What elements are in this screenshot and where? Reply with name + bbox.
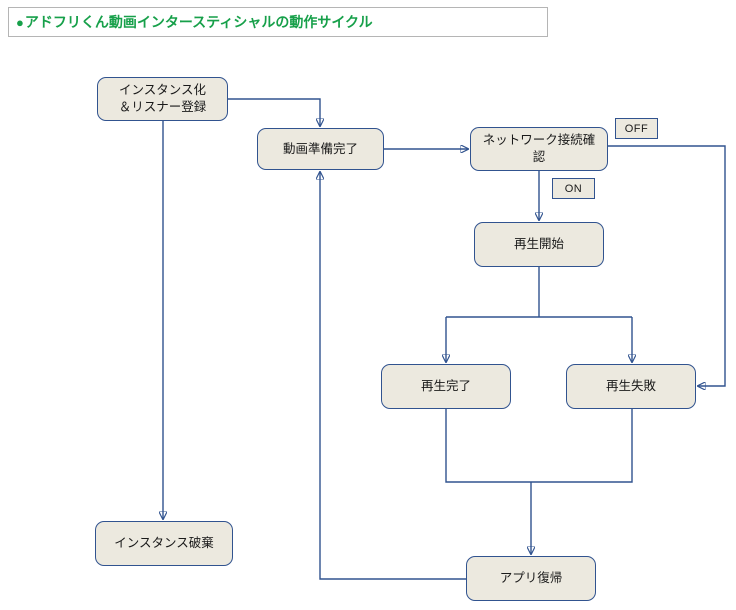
node-instance-destroy[interactable]: インスタンス破棄 (95, 521, 233, 566)
node-network-check[interactable]: ネットワーク接続確 認 (470, 127, 608, 171)
node-play-complete-label: 再生完了 (420, 379, 471, 394)
node-play-start[interactable]: 再生開始 (474, 222, 604, 267)
node-video-ready[interactable]: 動画準備完了 (257, 128, 384, 170)
node-app-return-label: アプリ復帰 (499, 571, 563, 586)
edge-label-off: OFF (615, 118, 658, 139)
edge-network-check-to-play-failed (608, 145, 726, 386)
edge-instantiate-to-video-ready (228, 98, 320, 126)
node-play-failed-label: 再生失敗 (605, 379, 656, 394)
page-title: アドフリくん動画インタースティシャルの動作サイクル (24, 14, 373, 30)
node-app-return[interactable]: アプリ復帰 (466, 556, 596, 601)
edge-label-on-text: ON (564, 182, 583, 195)
edge-play-failed-merge (531, 409, 633, 483)
node-instance-destroy-label: インスタンス破棄 (114, 536, 214, 551)
edge-play-complete-merge (445, 409, 531, 483)
node-video-ready-label: 動画準備完了 (282, 141, 358, 156)
node-play-complete[interactable]: 再生完了 (381, 364, 511, 409)
node-instantiate[interactable]: インスタンス化 ＆リスナー登録 (97, 77, 228, 121)
edge-label-on: ON (552, 178, 595, 199)
edge-label-off-text: OFF (624, 122, 649, 135)
page-title-bar: ● アドフリくん動画インタースティシャルの動作サイクル (8, 7, 548, 37)
node-play-failed[interactable]: 再生失敗 (566, 364, 696, 409)
node-instantiate-label: インスタンス化 ＆リスナー登録 (118, 83, 207, 114)
node-play-start-label: 再生開始 (513, 237, 564, 252)
title-bullet-icon: ● (16, 14, 24, 30)
node-network-check-label: ネットワーク接続確 認 (482, 133, 596, 164)
